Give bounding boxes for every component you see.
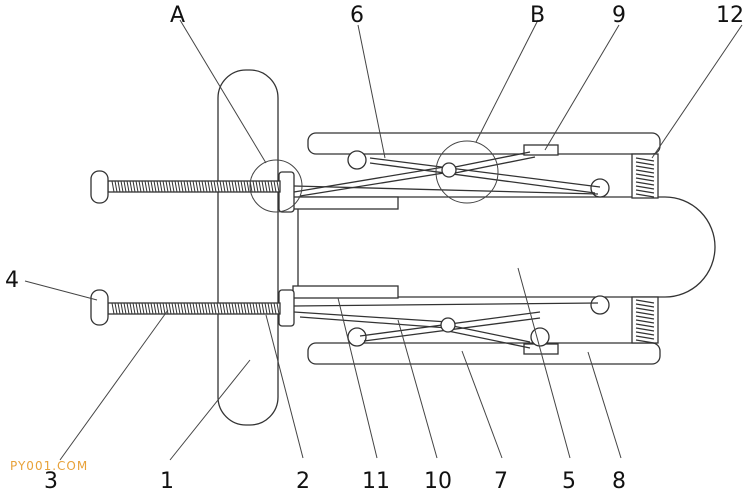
lower-slider-plate [292,285,399,299]
label-4: 4 [5,268,19,293]
watermark: PY001.COM [10,459,88,473]
upper-slider-plate [292,196,399,210]
label-5: 5 [562,469,576,493]
upper-scissor-linkage [293,151,601,197]
label-2: 2 [296,469,310,493]
upper-screw [107,180,281,193]
callout-labels: A 6 B 9 12 4 3 1 2 11 10 7 5 8 [5,3,744,494]
leader-lines [24,19,743,461]
lower-spring-housing [631,296,659,344]
upper-slide-block [523,144,559,156]
label-1: 1 [160,469,174,493]
bottom-guide-bar [307,342,661,365]
clamp-body [298,196,716,298]
lower-screw [107,302,281,315]
label-b: B [530,3,545,28]
lower-scissor-linkage [293,302,599,349]
label-10: 10 [424,469,452,493]
label-12: 12 [716,3,744,28]
upper-press-block [278,171,295,213]
label-6: 6 [350,3,364,28]
back-plate [217,69,279,426]
label-a: A [170,3,185,28]
label-9: 9 [612,3,626,28]
label-7: 7 [494,469,508,493]
upper-knob [90,170,109,204]
upper-spring [635,157,655,198]
detail-circle-a [249,159,303,213]
lower-knob [90,289,109,326]
lower-spring [635,299,655,344]
lower-press-block [278,289,295,327]
top-guide-bar [307,132,661,155]
label-8: 8 [612,469,626,493]
detail-circle-b [435,140,499,204]
rollers [347,150,610,347]
label-3: 3 [44,469,58,493]
label-11: 11 [362,469,390,493]
